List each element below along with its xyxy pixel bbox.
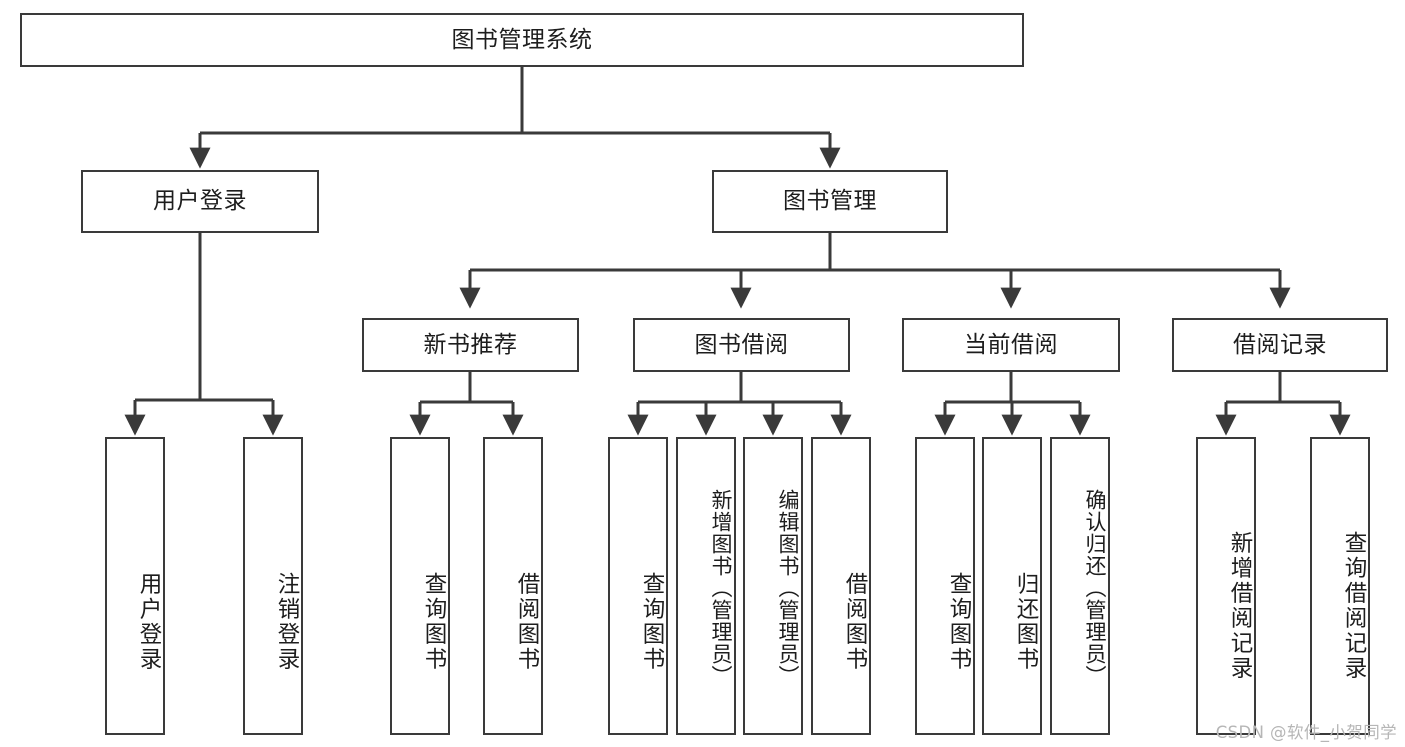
node-label: 查询图书 [639, 572, 665, 672]
node-book-borrow[interactable]: 图书借阅 [633, 318, 850, 372]
node-leaf-add-borrow-record[interactable]: 新增借阅记录 [1196, 437, 1256, 735]
node-leaf-borrow-book[interactable]: 借阅图书 [811, 437, 871, 735]
node-book-management[interactable]: 图书管理 [712, 170, 948, 233]
node-label: 查询借阅记录 [1341, 531, 1367, 681]
node-leaf-user-login[interactable]: 用户登录 [105, 437, 165, 735]
node-leaf-query-book-borrow[interactable]: 查询图书 [608, 437, 668, 735]
node-leaf-query-book-recommend[interactable]: 查询图书 [390, 437, 450, 735]
node-leaf-return-book[interactable]: 归还图书 [982, 437, 1042, 735]
node-label: 图书管理 [783, 188, 877, 215]
node-label: 新增图书（管理员） [709, 488, 733, 687]
node-label: 借阅记录 [1233, 331, 1327, 358]
node-label: 用户登录 [153, 188, 247, 215]
node-label: 查询图书 [421, 572, 447, 672]
node-leaf-borrow-book-recommend[interactable]: 借阅图书 [483, 437, 543, 735]
node-label: 新增借阅记录 [1227, 531, 1253, 681]
node-borrow-record[interactable]: 借阅记录 [1172, 318, 1388, 372]
node-label: 用户登录 [136, 572, 162, 672]
node-leaf-query-borrow-record[interactable]: 查询借阅记录 [1310, 437, 1370, 735]
node-label: 编辑图书（管理员） [776, 488, 800, 687]
node-current-borrow[interactable]: 当前借阅 [902, 318, 1120, 372]
node-user-login[interactable]: 用户登录 [81, 170, 319, 233]
node-label: 查询图书 [946, 572, 972, 672]
node-label: 注销登录 [274, 572, 300, 672]
node-label: 归还图书 [1013, 572, 1039, 672]
node-leaf-edit-book[interactable]: 编辑图书（管理员） [743, 437, 803, 735]
node-new-book-recommend[interactable]: 新书推荐 [362, 318, 579, 372]
node-label: 图书借阅 [694, 331, 789, 358]
node-label: 确认归还（管理员） [1083, 488, 1107, 687]
watermark-credit: CSDN @软件_小贺同学 [1215, 723, 1397, 742]
node-leaf-logout-login[interactable]: 注销登录 [243, 437, 303, 735]
node-label: 新书推荐 [423, 331, 518, 358]
node-label: 借阅图书 [842, 572, 868, 672]
node-label: 图书管理系统 [451, 26, 593, 53]
node-root-book-management-system[interactable]: 图书管理系统 [20, 13, 1024, 67]
node-label: 当前借阅 [964, 331, 1058, 358]
node-leaf-add-book[interactable]: 新增图书（管理员） [676, 437, 736, 735]
node-leaf-query-book-current[interactable]: 查询图书 [915, 437, 975, 735]
node-label: 借阅图书 [514, 572, 540, 672]
node-leaf-confirm-return[interactable]: 确认归还（管理员） [1050, 437, 1110, 735]
